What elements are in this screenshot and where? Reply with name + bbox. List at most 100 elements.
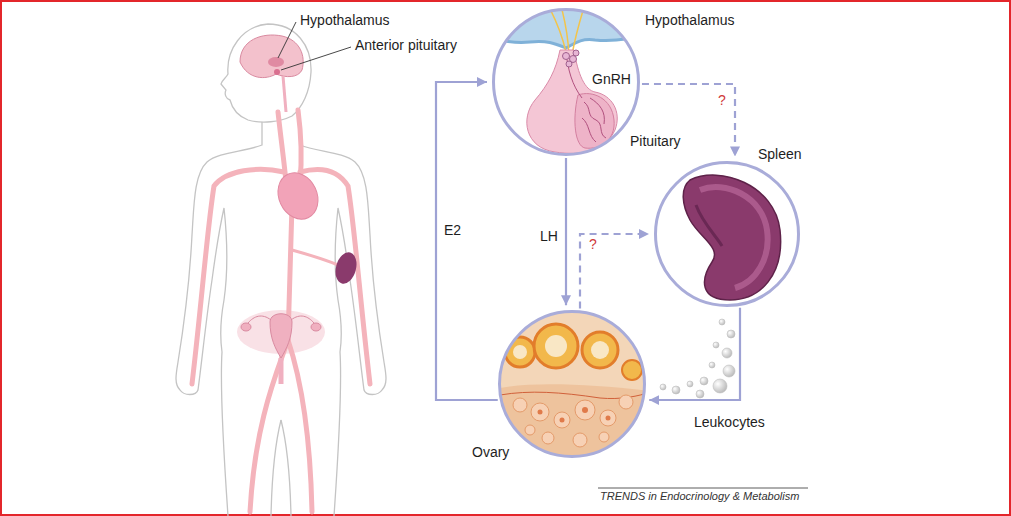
organ-circle: HypothalamusGnRHPituitary (492, 8, 640, 156)
source-credit: TRENDS in Endocrinology & Metabolism (600, 490, 799, 503)
leukocyte-cells (727, 330, 735, 338)
small-spleen (332, 250, 360, 286)
connectors (436, 82, 740, 400)
circle-outline (656, 163, 799, 306)
edge-label: ? (587, 236, 599, 253)
edge-label: ? (716, 92, 728, 109)
brain (240, 35, 303, 112)
ovary-illustration (573, 433, 587, 447)
leukocyte-cells (722, 348, 732, 358)
uterus (241, 314, 321, 384)
ovary-illustration (575, 400, 595, 420)
brain (268, 57, 284, 67)
leukocyte-cells (713, 379, 727, 393)
uterus (248, 316, 271, 323)
pituitary-illustration (573, 50, 579, 56)
pituitary-illustration (582, 118, 596, 142)
ovary-illustration (538, 410, 543, 415)
part-label: Anterior pituitary (355, 37, 457, 54)
body-silhouette (221, 24, 311, 122)
pituitary-illustration (584, 102, 606, 138)
brain (240, 35, 303, 78)
spleen-illustration (700, 187, 768, 288)
pituitary-illustration (563, 53, 570, 60)
blood-vessels (192, 110, 370, 512)
leukocyte-cells (700, 377, 708, 385)
blood-vessels (192, 169, 284, 384)
pituitary-illustration (527, 50, 617, 153)
heart (271, 166, 326, 226)
leukocyte-cells (723, 365, 735, 377)
ovary-illustration (531, 403, 549, 421)
signal-arrow (565, 158, 567, 305)
ovary-illustration (591, 341, 609, 359)
ovary-illustration (513, 398, 527, 412)
uterus (291, 316, 314, 323)
blood-vessels (292, 250, 338, 265)
organ-circle: Spleen (654, 161, 800, 307)
ovary-illustration (513, 345, 527, 359)
organ-label: Pituitary (630, 133, 681, 150)
ovary-illustration (606, 416, 611, 421)
blood-vessels (250, 340, 288, 512)
leukocyte-cells (660, 384, 666, 390)
pituitary-illustration (566, 61, 572, 67)
edge-label: LH (538, 228, 560, 245)
ovary-illustration (600, 410, 616, 426)
leukocyte-cells (687, 381, 693, 387)
organ-heading: Hypothalamus (645, 12, 735, 29)
ovary-illustration (525, 425, 535, 435)
ovary-illustration (505, 337, 535, 367)
circle-outline (654, 161, 800, 307)
brain (283, 76, 286, 112)
brain (274, 69, 280, 75)
organ-label: Ovary (472, 444, 509, 461)
ovary-illustration (582, 407, 588, 413)
uterus (270, 314, 292, 358)
spleen-illustration (683, 175, 780, 300)
spleen-illustration (696, 205, 722, 246)
leukocyte-cells (713, 342, 719, 348)
ovary-illustration (545, 335, 567, 357)
leader-line (278, 22, 296, 58)
ovary-illustration (490, 310, 660, 470)
edge-label: E2 (442, 222, 463, 239)
circle-outline (494, 10, 639, 155)
ovary-illustration (622, 360, 642, 380)
edge-label: Leukocytes (692, 414, 767, 431)
signal-arrow (649, 308, 740, 400)
ovary-illustration (554, 412, 570, 428)
organ-circle: Ovary (498, 310, 646, 458)
uterus (311, 323, 321, 331)
leukocyte-cells (672, 386, 680, 394)
signal-arrow (436, 82, 498, 400)
ovary-illustration (582, 332, 618, 368)
ovary-illustration (560, 418, 565, 423)
uterus (279, 358, 284, 384)
ovary-illustration (599, 432, 609, 442)
small-spleen (332, 250, 360, 286)
leukocyte-cells (696, 390, 704, 398)
part-label: Hypothalamus (300, 12, 390, 29)
hormone-label: GnRH (592, 71, 631, 88)
ovary-illustration (534, 324, 578, 368)
dashed-arrow (580, 234, 649, 308)
spleen-illustration (654, 161, 800, 307)
organ-label: Spleen (758, 146, 802, 163)
circle-outline (500, 312, 645, 457)
uterus (241, 323, 251, 331)
spleen-illustration (654, 161, 800, 307)
ovary-illustration (619, 395, 633, 409)
pituitary-illustration (480, 0, 660, 156)
body-silhouette (176, 24, 386, 516)
heart (271, 166, 326, 226)
blood-vessels (288, 340, 312, 512)
leukocyte-cells (709, 362, 715, 368)
